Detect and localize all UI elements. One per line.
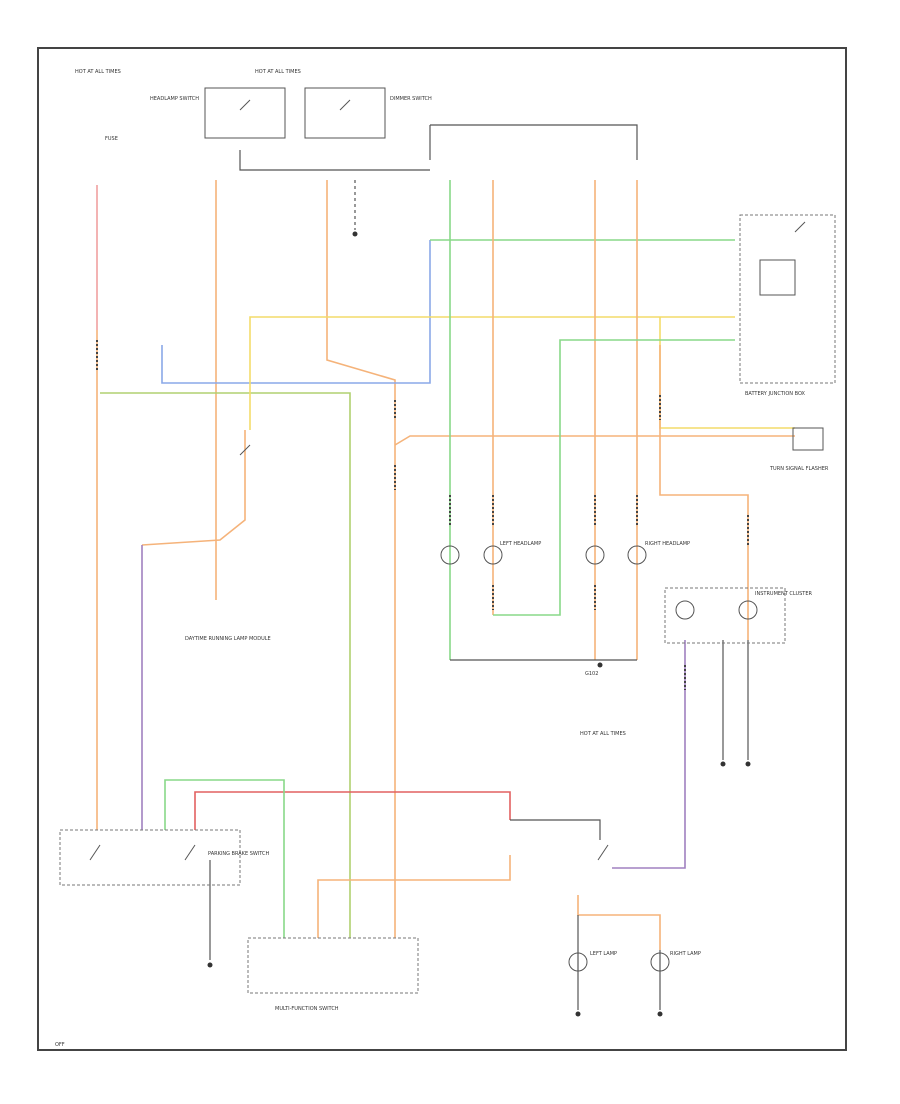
switch-contact <box>794 221 806 233</box>
label-parking-brake: PARKING BRAKE SWITCH <box>208 851 270 857</box>
right-lamp-bulb <box>650 952 670 972</box>
label-multifunction-switch: MULTI-FUNCTION SWITCH <box>275 1006 339 1012</box>
left-headlamp-high-bulb <box>483 545 503 565</box>
label-daytime-running-module: DAYTIME RUNNING LAMP MODULE <box>185 636 271 642</box>
wire-blue-horizontal <box>161 240 431 384</box>
wire-yellow-mid <box>249 316 735 430</box>
ground-line-top-bus <box>430 124 638 160</box>
diagram-frame <box>37 47 847 1051</box>
wire-orange-flasher <box>394 435 795 446</box>
relay-block <box>759 259 796 296</box>
wire-purple-cluster <box>612 640 686 869</box>
wire-orange-to-lower <box>141 430 246 546</box>
label-ground: G102 <box>585 671 598 677</box>
ground-symbol <box>575 1011 581 1017</box>
wire-orange-junction-down <box>659 345 749 640</box>
wire-yellow-flasher <box>659 317 795 429</box>
wire-group <box>96 180 795 950</box>
cluster-indicator-right-bulb <box>738 600 758 620</box>
ground-symbol <box>352 231 358 237</box>
wire-red-bottom <box>194 791 511 830</box>
label-off: OFF <box>55 1042 65 1048</box>
daytime-running-module-block <box>59 829 241 886</box>
switch-contact <box>339 99 351 111</box>
wire-greenyellow-cross <box>100 392 351 938</box>
ground-line-hs <box>239 150 430 171</box>
label-hot-top: HOT AT ALL TIMES <box>255 69 301 75</box>
label-headlamp-switch: HEADLAMP SWITCH <box>150 96 199 102</box>
ground-line-group <box>209 124 749 1010</box>
switch-contact <box>239 99 251 111</box>
switch-contact <box>89 844 101 861</box>
left-headlamp-low-bulb <box>440 545 460 565</box>
wire-orange-right-lamps <box>577 895 661 950</box>
ground-symbol <box>207 962 213 968</box>
left-lamp-bulb <box>568 952 588 972</box>
ground-line-bottom-right <box>510 819 601 840</box>
ground-symbol <box>657 1011 663 1017</box>
switch-contact <box>239 444 251 456</box>
label-fuse: FUSE <box>105 136 118 142</box>
ground-symbol <box>597 662 603 668</box>
label-left-lamp: LEFT LAMP <box>590 951 617 957</box>
label-hot-bottom: HOT AT ALL TIMES <box>580 731 626 737</box>
turn-signal-flasher-block <box>792 427 824 451</box>
dimmer-switch-block <box>304 87 386 139</box>
wire-green-loop <box>493 339 735 616</box>
right-headlamp-low-bulb <box>585 545 605 565</box>
wire-orange-hs-2 <box>326 180 396 938</box>
switch-contact <box>184 844 196 861</box>
wire-green-bottom <box>164 779 285 938</box>
switch-contact <box>597 844 609 861</box>
wire-orange-bottom <box>317 855 511 938</box>
label-turn-signal-flasher: TURN SIGNAL FLASHER <box>769 466 829 472</box>
cluster-indicator-left-bulb <box>675 600 695 620</box>
ground-symbol <box>720 761 726 767</box>
label-instrument-cluster: INSTRUMENT CLUSTER <box>755 591 813 597</box>
label-dimmer-switch: DIMMER SWITCH <box>390 96 432 102</box>
label-hot-left: HOT AT ALL TIMES <box>75 69 121 75</box>
label-battery-junction-box: BATTERY JUNCTION BOX <box>745 391 806 397</box>
ground-symbol <box>745 761 751 767</box>
connector-group <box>96 340 749 690</box>
label-right-lamp: RIGHT LAMP <box>670 951 701 957</box>
label-left-headlamp: LEFT HEADLAMP <box>500 541 541 547</box>
ground-symbol-group <box>207 231 751 1017</box>
instrument-cluster-block <box>664 587 786 644</box>
switch-contact-group <box>89 99 806 861</box>
headlamp-switch-block <box>204 87 286 139</box>
label-right-headlamp: RIGHT HEADLAMP <box>645 541 690 547</box>
battery-junction-box-block <box>739 214 836 384</box>
right-headlamp-high-bulb <box>627 545 647 565</box>
multifunction-switch-block <box>247 937 419 994</box>
